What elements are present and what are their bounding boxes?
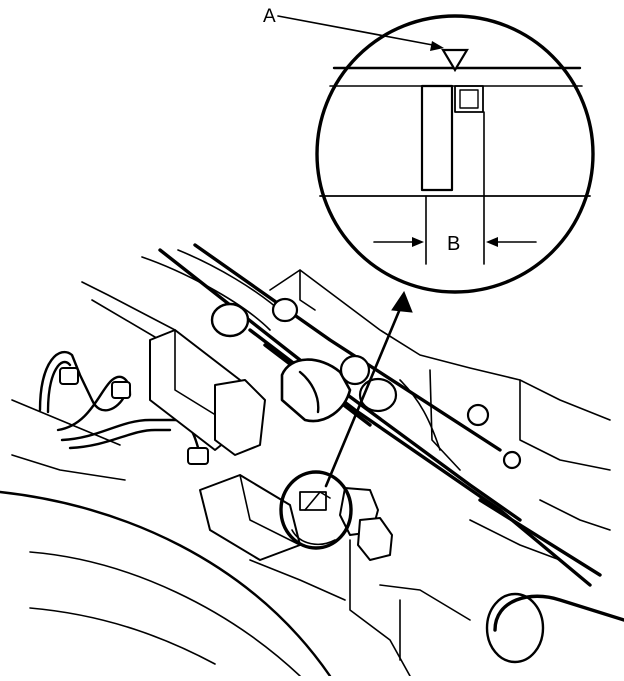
fuel-lines	[38, 350, 209, 465]
callout-b-label: B	[447, 233, 460, 255]
magnified-detail	[315, 14, 595, 294]
engine-block	[0, 249, 611, 678]
pipe-collar	[280, 358, 352, 423]
left-bolts	[210, 297, 522, 470]
callout-a-leader	[277, 15, 444, 51]
callout-a-label: A	[263, 6, 276, 27]
leader-arrow	[324, 290, 413, 488]
sensor-location	[279, 470, 353, 550]
injector-blocks	[149, 329, 393, 561]
